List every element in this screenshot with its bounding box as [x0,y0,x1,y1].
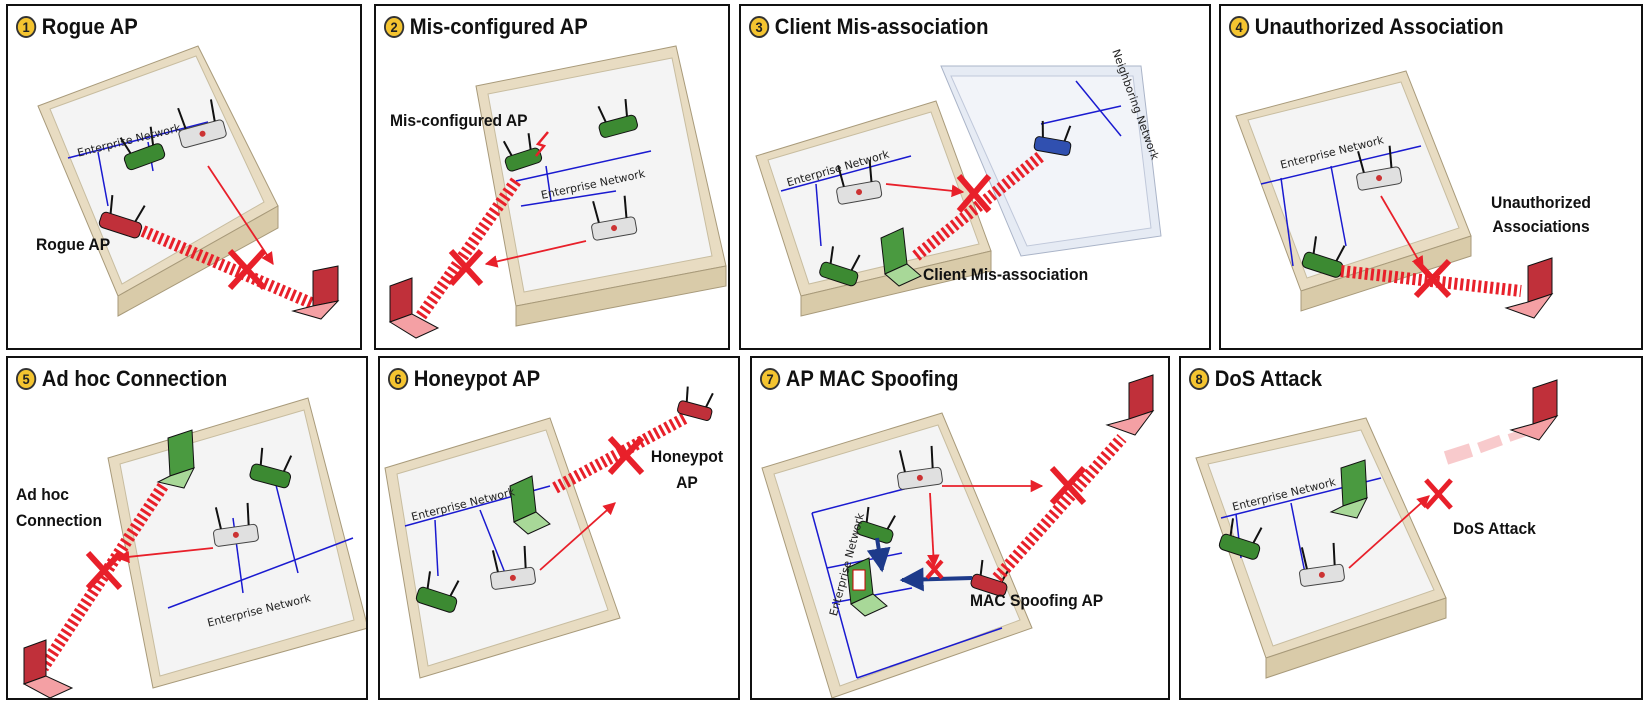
client-mis-association-label: Client Mis-association [923,265,1089,284]
dos-attack-label: DoS Attack [1453,519,1536,538]
laptop-icon [509,475,551,535]
blocked-x-icon [956,174,992,213]
panel-title-text: Client Mis-association [774,14,989,39]
number-badge: 3 [749,16,770,38]
number-badge: 5 [16,368,37,390]
laptop-icon [291,265,340,320]
misconfigured-ap-diagram [388,45,727,339]
honeypot-label-line2: AP [676,473,698,492]
enterprise-router-icon [856,506,896,544]
neighbor-ap-icon [1033,120,1072,156]
blocked-x-icon [227,248,267,291]
enterprise-router-icon [415,571,460,613]
access-point-icon [1356,145,1403,191]
enterprise-router-icon [119,126,166,171]
misconfigured-ap-label: Mis-configured AP [390,111,528,130]
enterprise-router-icon [819,246,861,287]
mac-spoofing-label: MAC Spoofing AP [970,591,1104,610]
rogue-ap-diagram [37,45,340,320]
access-point-icon [1299,542,1345,587]
rogue-ap-label: Rogue AP [36,235,111,254]
blocked-x-icon [1424,478,1453,510]
ap-mac-spoofing-diagram [761,374,1155,698]
laptop-icon [1509,379,1559,441]
laptop-icon [1105,374,1155,436]
enterprise-router-icon [597,98,638,138]
blocked-x-icon [1413,258,1452,299]
blocked-x-icon [607,435,645,476]
panel-title-text: Rogue AP [41,14,138,39]
enterprise-router-icon [1218,518,1263,560]
number-badge: 2 [384,16,405,38]
blocked-x-icon [85,550,123,591]
ad-hoc-label-line2: Connection [16,511,103,530]
panel-title-text: Mis-configured AP [409,14,588,39]
blocked-x-icon [448,248,484,287]
access-point-icon [591,195,638,241]
victim-laptop-icon [846,557,888,617]
number-badge: 8 [1189,368,1210,390]
laptop-icon [1504,257,1554,319]
unauthorized-label-line1: Unauthorized [1491,193,1591,212]
access-point-icon [490,545,536,590]
number-badge: 1 [16,16,37,38]
access-point-icon [897,445,943,490]
laptop-icon [388,277,440,339]
rogue-ap-icon [98,195,146,239]
unauthorized-association-diagram [1235,70,1554,319]
panel-title-text: Ad hoc Connection [41,366,228,391]
blocked-x-icon [1049,465,1087,506]
enterprise-router-icon [249,447,293,489]
access-point-icon [177,99,227,148]
number-badge: 7 [760,368,781,390]
client-mis-association-diagram [755,65,1162,317]
panel-title-text: AP MAC Spoofing [785,366,959,391]
panel-title-text: Honeypot AP [413,366,541,391]
laptop-icon [22,639,74,698]
number-badge: 6 [388,368,409,390]
ad-hoc-label-line1: Ad hoc [16,485,70,504]
access-point-icon [836,159,883,205]
panel-title-text: Unauthorized Association [1254,14,1504,39]
honeypot-label-line1: Honeypot [650,447,724,466]
laptop-icon [1329,459,1368,519]
number-badge: 4 [1229,16,1250,38]
dos-signal-fade [1443,428,1528,465]
ad-hoc-connection-diagram [22,397,366,698]
unauthorized-label-line2: Associations [1492,217,1590,236]
access-point-icon [213,502,259,547]
laptop-icon [156,429,195,489]
blocked-x-small-icon [925,559,944,580]
misconfigured-ap-icon [502,133,543,172]
dos-attack-diagram [1195,379,1559,679]
panel-title-text: DoS Attack [1214,366,1322,391]
honeypot-ap-diagram [384,386,714,679]
laptop-icon [880,227,922,287]
honeypot-ap-icon [677,386,714,421]
